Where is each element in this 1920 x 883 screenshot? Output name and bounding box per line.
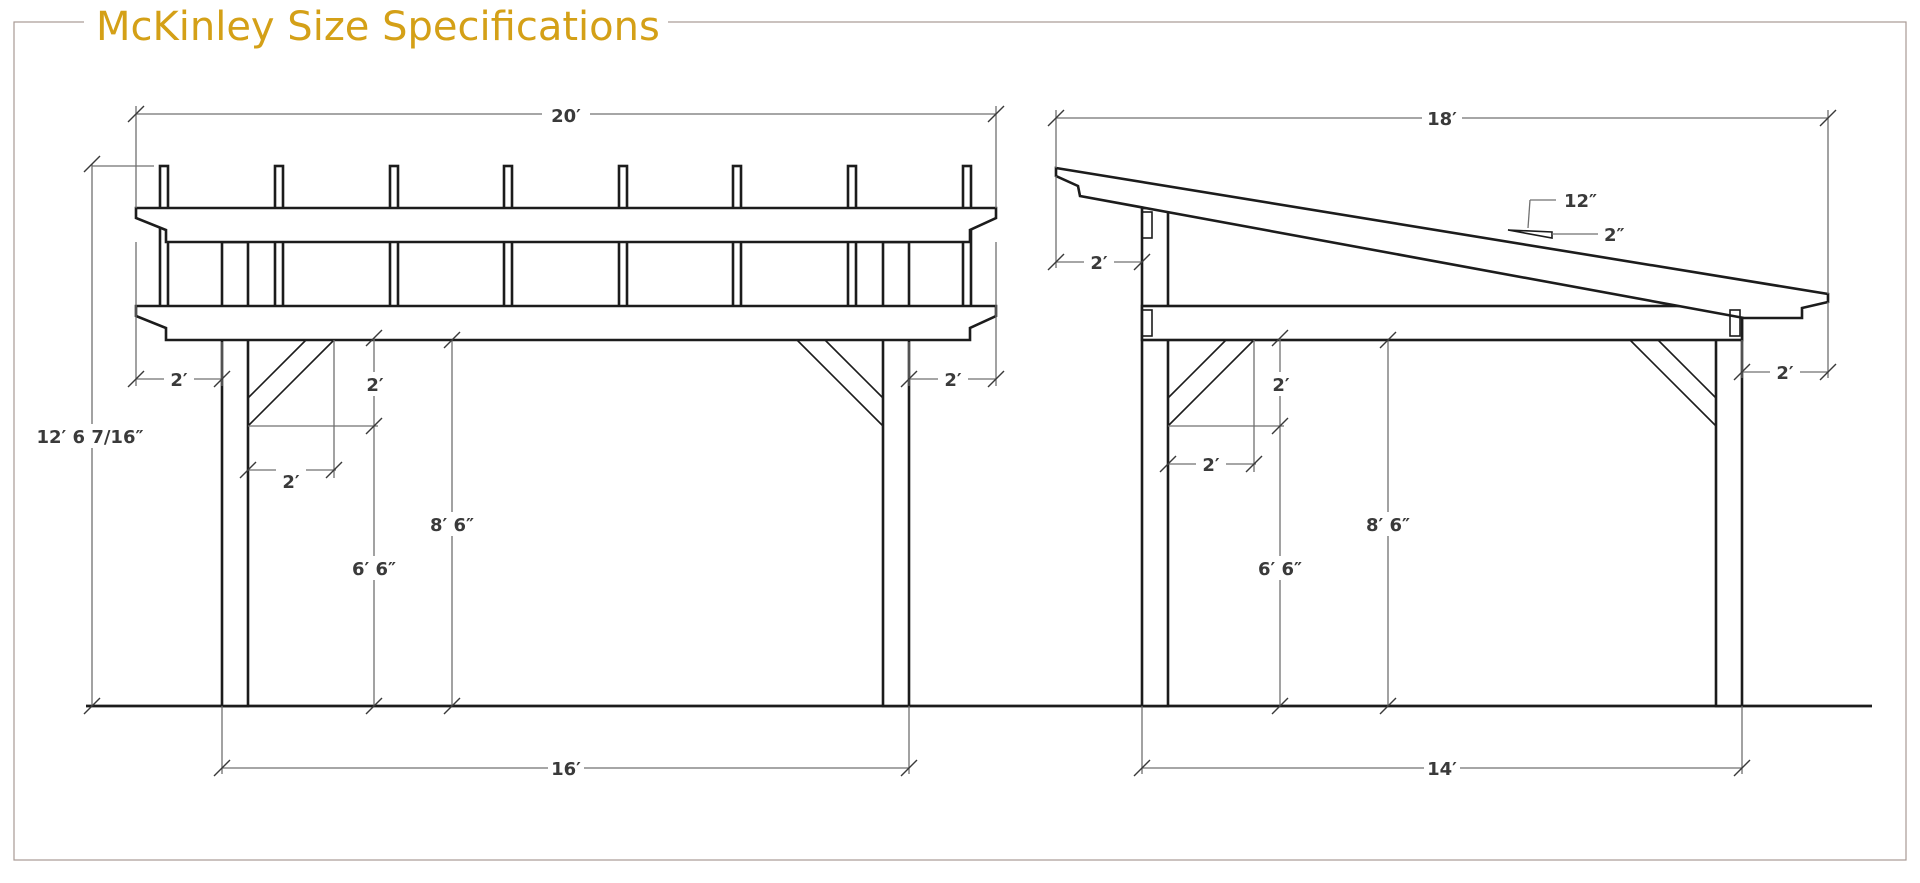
front-overall-height-label: 12′ 6 7/16″ xyxy=(36,427,143,448)
front-lower-beam xyxy=(134,304,998,342)
side-clearance-height-label: 8′ 6″ xyxy=(1366,515,1410,536)
front-upper-beam xyxy=(134,206,998,244)
side-rear-post xyxy=(1714,304,1744,708)
drawing-frame xyxy=(13,21,1907,861)
side-overall-depth-label: 18′ xyxy=(1427,109,1457,130)
front-brace-height-label: 6′ 6″ xyxy=(352,559,396,580)
side-brace-horizontal-label: 2′ xyxy=(1202,455,1220,476)
side-front-post xyxy=(1140,206,1170,708)
front-right-overhang-label: 2′ xyxy=(944,370,962,391)
front-brace-vertical-label: 2′ xyxy=(366,375,384,396)
side-brace-height-label: 6′ 6″ xyxy=(1258,559,1302,580)
side-sloped-rafter xyxy=(1054,166,1830,320)
side-front-brace xyxy=(1167,339,1255,427)
roof-pitch-indicator xyxy=(1507,229,1553,239)
front-clearance-height-label: 8′ 6″ xyxy=(430,515,474,536)
front-left-overhang-label: 2′ xyxy=(170,370,188,391)
side-rear-overhang-label: 2′ xyxy=(1776,363,1794,384)
front-overall-width-label: 20′ xyxy=(551,106,581,127)
front-view-elevation xyxy=(134,164,998,708)
side-front-overhang-label: 2′ xyxy=(1090,253,1108,274)
side-dimensions: 18′ 2′ 2′ 12″ 2″ 2′ 6′ 6″ xyxy=(1047,106,1837,780)
side-post-spacing-label: 14′ xyxy=(1427,759,1457,780)
roof-pitch-rise-label: 2″ xyxy=(1604,225,1625,246)
side-brace-vertical-label: 2′ xyxy=(1272,375,1290,396)
roof-pitch-run-label: 12″ xyxy=(1564,191,1597,212)
front-brace-horizontal-label: 2′ xyxy=(282,472,300,493)
front-right-brace xyxy=(796,339,884,427)
front-post-spacing-label: 16′ xyxy=(551,759,581,780)
page-title: McKinley Size Specifications xyxy=(96,4,660,50)
side-beam xyxy=(1140,304,1744,342)
front-dimensions: 20′ 12′ 6 7/16″ 2′ 2′ 2′ 6′ 6″ xyxy=(34,102,1005,780)
side-rear-brace xyxy=(1629,339,1717,427)
side-view-elevation xyxy=(1054,166,1830,708)
front-left-brace xyxy=(247,339,335,427)
